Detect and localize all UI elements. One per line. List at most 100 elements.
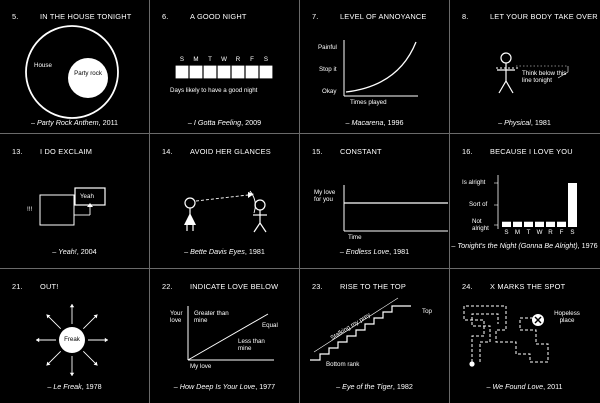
bottom-label: Bottom rank <box>326 361 360 368</box>
song-year: 1981 <box>393 247 410 256</box>
arrow-head <box>87 203 93 207</box>
panel-15: 15. CONSTANT My love for you Time – Endl… <box>300 135 449 268</box>
song-year: 1981 <box>534 118 551 127</box>
song-credit: – I Gotta Feeling, 2009 <box>187 118 262 127</box>
y-level-sortof: Sort of <box>469 201 488 208</box>
weekday-label: W <box>536 229 543 236</box>
panel-number: 23. <box>312 282 323 291</box>
start-dot <box>469 361 475 367</box>
song-title: Bette Davis Eyes <box>190 247 245 256</box>
song-year: 2011 <box>547 382 563 391</box>
song-credit: – Physical, 1981 <box>498 118 551 127</box>
song-title: I Gotta Feeling <box>193 118 242 127</box>
song-title: Endless Love <box>345 247 390 256</box>
song-title: We Found Love <box>492 382 544 391</box>
day-bar <box>557 221 566 227</box>
equal-label: Equal <box>262 322 278 329</box>
panel-number: 13. <box>12 147 23 156</box>
song-credit: – Macarena, 1996 <box>345 118 404 127</box>
freak-burst <box>36 304 108 376</box>
day-bar <box>546 221 555 227</box>
prey-line <box>313 297 399 353</box>
dashed-path <box>463 305 549 363</box>
song-credit: – Endless Love, 1981 <box>339 247 410 256</box>
glances-figure <box>184 190 267 233</box>
weekday-label: S <box>263 56 269 63</box>
weekday-label: W <box>221 56 227 63</box>
dashed-path <box>471 313 499 362</box>
panel-7: 7. LEVEL OF ANNOYANCE Painful Stop it Ok… <box>300 0 449 133</box>
song-credit: – Eye of the Tiger, 1982 <box>336 382 413 391</box>
song-title: How Deep Is Your Love <box>179 382 256 391</box>
big-box <box>39 194 75 226</box>
panel-number: 14. <box>162 147 173 156</box>
y-level-alright: Is alright <box>462 179 486 186</box>
weekday-label: M <box>514 229 521 236</box>
panel-21: 21. OUT! Freak – Le Freak, 1978 <box>0 270 149 403</box>
arrow-head <box>46 314 51 319</box>
song-year: 2004 <box>80 247 97 256</box>
panel-14: 14. AVOID HER GLANCES – Bette Davis Eyes… <box>150 135 299 268</box>
leg <box>253 222 261 233</box>
weekday-label: T <box>526 229 531 236</box>
exclaim-marks: !!! <box>27 206 33 213</box>
freak-label: Freak <box>64 336 80 343</box>
song-credit: – Yeah!, 2004 <box>52 247 97 256</box>
day-bar <box>568 183 577 227</box>
avoid-arc <box>249 190 256 214</box>
panel-number: 15. <box>312 147 323 156</box>
day-box <box>203 65 217 79</box>
good-night-bars <box>175 65 273 79</box>
grid-divider <box>299 0 300 403</box>
annoyance-chart <box>343 40 418 97</box>
x-axis-label: Times played <box>350 99 387 106</box>
panel-title: X MARKS THE SPOT <box>490 282 566 291</box>
leg <box>505 80 514 94</box>
alright-bar-chart <box>494 175 577 229</box>
x-axis-label: My love <box>190 363 212 370</box>
panel-5: 5. IN THE HOUSE TONIGHT House Party rock… <box>0 0 149 133</box>
greater-label: Greater than mine <box>194 310 229 325</box>
y-axis-label: Your love <box>170 310 183 325</box>
panel-title: OUT! <box>40 282 59 291</box>
glance-line <box>195 194 249 202</box>
weekday-label: R <box>235 56 241 63</box>
constant-chart <box>343 185 448 232</box>
song-year: 2011 <box>102 118 119 127</box>
exclaim-diagram <box>39 187 106 226</box>
party-rock-label: Party rock <box>74 70 102 77</box>
day-box <box>231 65 245 79</box>
day-bar <box>513 221 522 227</box>
song-credit: – Le Freak, 1978 <box>47 382 102 391</box>
treasure-map <box>463 305 549 367</box>
panel-title: BECAUSE I LOVE YOU <box>490 147 573 156</box>
arrow-head <box>93 361 98 366</box>
arrow-head <box>36 337 40 343</box>
song-title: Tonight's the Night (Gonna Be Alright) <box>457 241 578 250</box>
grid-divider <box>449 0 450 403</box>
glance-arrow <box>248 192 254 198</box>
song-title: Yeah! <box>58 247 77 256</box>
panel-13: 13. I DO EXCLAIM Yeah !!! – Yeah!, 2004 <box>0 135 149 268</box>
freak-circle <box>59 327 85 353</box>
yeah-label: Yeah <box>80 193 94 200</box>
x-axis-label: Time <box>348 234 362 241</box>
love-chart <box>187 306 274 361</box>
equal-line <box>187 313 269 361</box>
panel-title: INDICATE LOVE BELOW <box>190 282 279 291</box>
song-title: Physical <box>504 118 531 127</box>
x-mark <box>534 316 542 324</box>
leg <box>498 80 507 94</box>
panel-number: 8. <box>462 12 469 21</box>
song-credit: – Party Rock Anthem, 2011 <box>30 118 119 127</box>
day-bar <box>535 221 544 227</box>
weekday-label: S <box>179 56 185 63</box>
panel-title: LEVEL OF ANNOYANCE <box>340 12 427 21</box>
dress <box>184 213 196 225</box>
leg <box>259 222 267 233</box>
day-bar <box>502 221 511 227</box>
weekday-label: S <box>504 229 509 236</box>
stairs <box>310 305 411 361</box>
less-label: Less than mine <box>238 338 265 353</box>
